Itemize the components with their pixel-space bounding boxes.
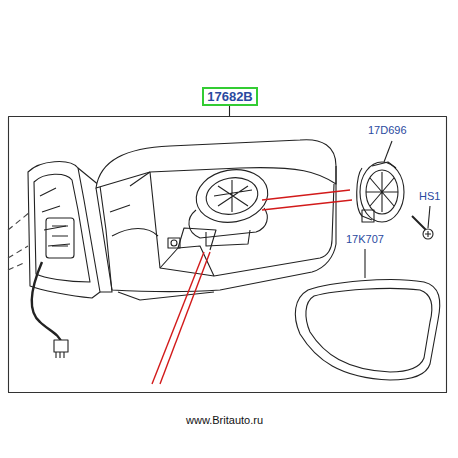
callout-number: 17D696: [368, 124, 407, 136]
callout-number: HS1: [419, 190, 440, 202]
callout-number: 17K707: [346, 233, 384, 245]
part-number: 17682B: [207, 89, 253, 104]
part-number-box: 17682B: [202, 87, 258, 106]
watermark: www.Britauto.ru: [186, 414, 263, 426]
